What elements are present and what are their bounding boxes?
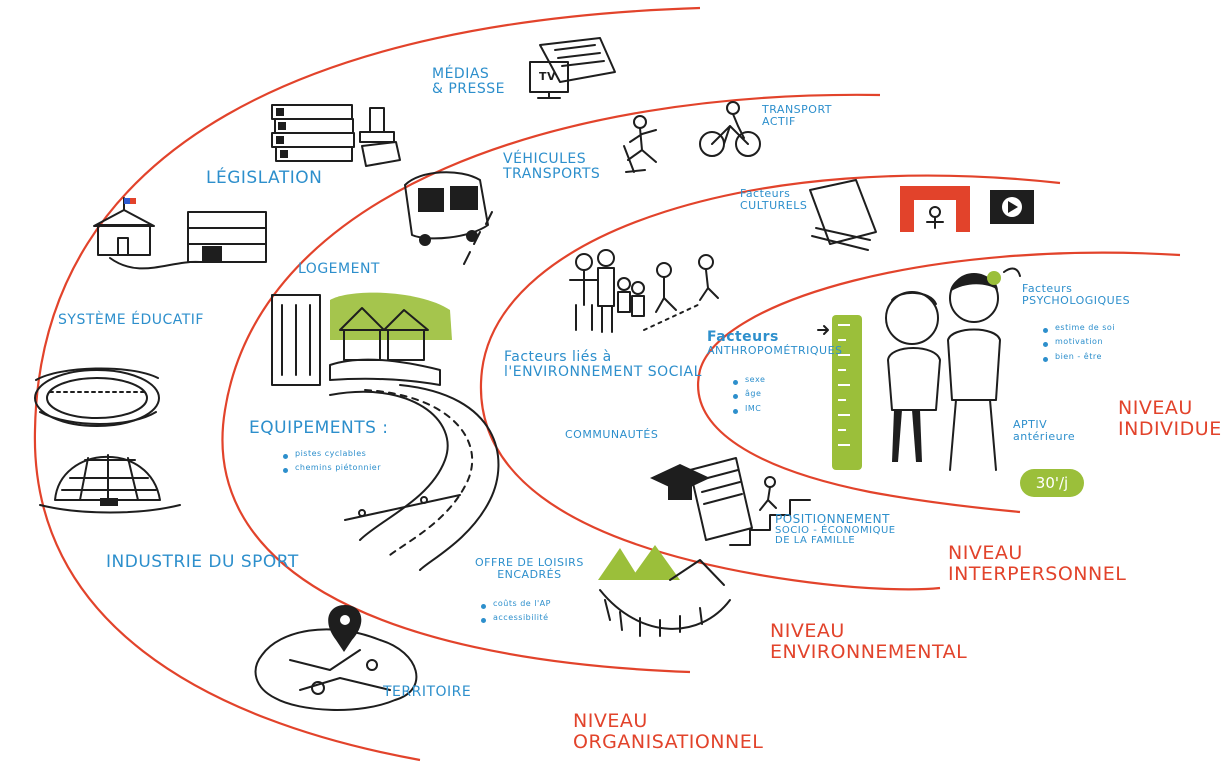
height-ruler-icon (817, 315, 862, 470)
leisure-item: coûts de l'AP (481, 599, 551, 610)
diploma-stairs-icon (650, 457, 811, 546)
dome-arena-icon (39, 454, 181, 514)
anthropometric-list: sexe âge IMC (733, 375, 765, 419)
culture-books-theatre-film-icon (809, 179, 1034, 251)
label-housing: LOGEMENT (298, 261, 380, 277)
minutes-per-day-badge: 30'/j (1020, 469, 1084, 497)
anthro-item: IMC (733, 404, 765, 415)
bus-icon (404, 171, 493, 265)
leisure-item: accessibilité (481, 613, 551, 624)
arc-environmental (221, 93, 881, 674)
territory-map-icon (254, 605, 418, 711)
equipment-item: pistes cyclables (283, 449, 381, 460)
label-legislation: LÉGISLATION (206, 168, 323, 188)
label-socioeconomic: POSITIONNEMENT SOCIO - ÉCONOMIQUE DE LA … (775, 512, 896, 547)
arc-organisational (33, 6, 701, 762)
tv-label: TV (539, 70, 557, 83)
stadium-icon (34, 367, 160, 427)
school-buildings-icon (93, 197, 267, 270)
label-sport-industry: INDUSTRIE DU SPORT (106, 552, 299, 572)
two-persons-icon (885, 267, 1021, 471)
label-medias: MÉDIAS& PRESSE (432, 66, 506, 97)
anthro-item: sexe (733, 375, 765, 386)
equipment-item: chemins piétonnier (283, 463, 381, 474)
label-equipment: EQUIPEMENTS : (249, 418, 389, 438)
label-communities: COMMUNAUTÉS (565, 428, 659, 441)
leisure-list: coûts de l'AP accessibilité (481, 599, 551, 629)
psych-item: motivation (1043, 337, 1115, 348)
skater-cyclist-icon (623, 101, 761, 173)
housing-icon (271, 292, 452, 386)
leisure-tents-icon (598, 545, 731, 637)
tv-newspaper-icon (529, 37, 616, 99)
psych-item: estime de soi (1043, 323, 1115, 334)
label-anthropometric: Facteurs ANTHROPOMÉTRIQUES (707, 329, 843, 357)
equipment-list: pistes cyclables chemins piétonnier (283, 449, 381, 479)
arc-individual (697, 251, 1181, 514)
bike-path-road-icon (329, 384, 500, 571)
psych-item: bien - être (1043, 352, 1115, 363)
family-group-icon (569, 249, 719, 333)
psychological-list: estime de soi motivation bien - être (1043, 323, 1115, 367)
law-books-stamp-icon (271, 104, 401, 167)
label-territory: TERRITOIRE (383, 684, 472, 700)
label-education: SYSTÈME ÉDUCATIF (58, 312, 204, 328)
anthro-item: âge (733, 389, 765, 400)
